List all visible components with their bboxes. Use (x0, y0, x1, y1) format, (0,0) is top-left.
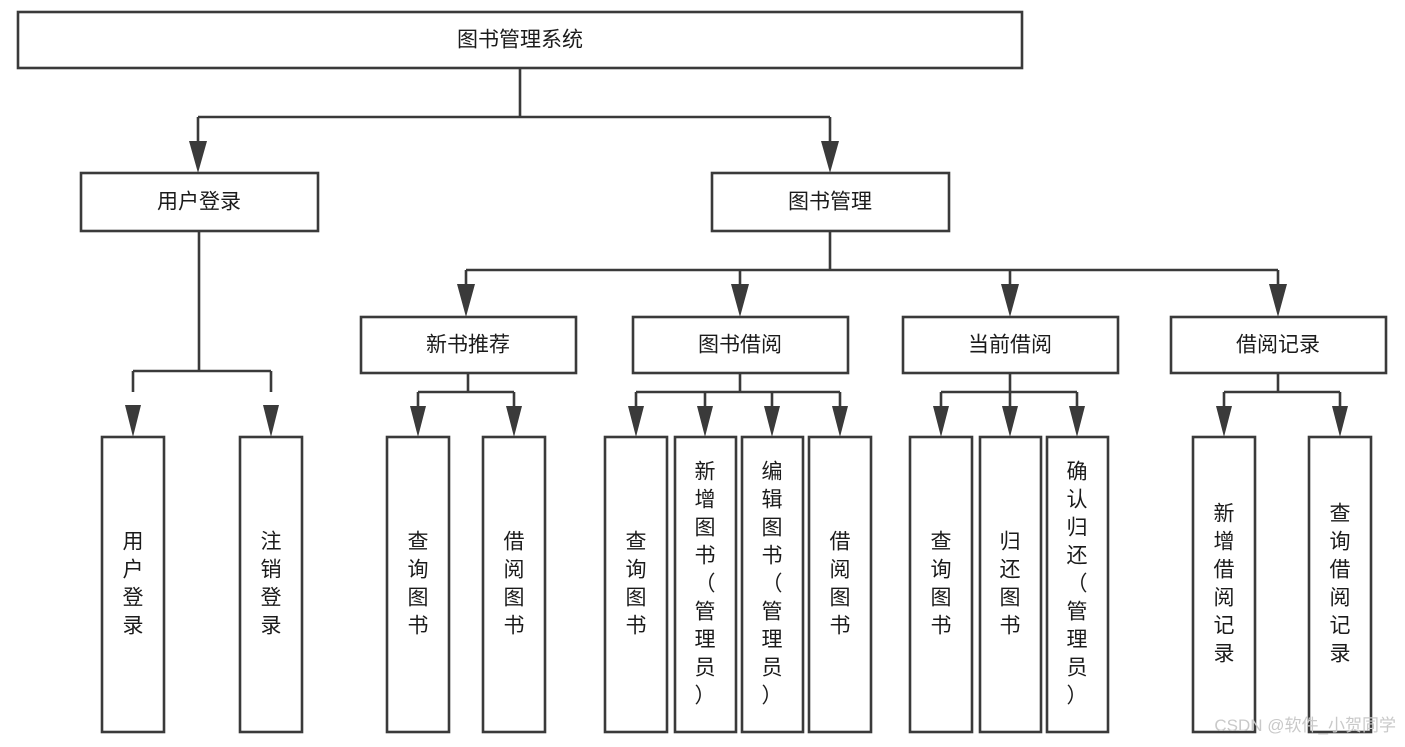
node-leaf-11-label: 确认归还（管理员） (1067, 461, 1088, 708)
node-new-book-recommend-box[interactable] (359, 315, 578, 375)
node-new-book-recommend-label: 新书推荐 (426, 334, 510, 357)
arrow-head-leaf-3 (410, 406, 426, 437)
arrow-head-leaf-4 (506, 406, 522, 437)
node-root-label: 图书管理系统 (457, 29, 583, 52)
node-root-box[interactable] (16, 10, 1024, 70)
arrow-head-leaf-2 (263, 405, 279, 437)
arrow-head-leaf-12 (1216, 406, 1232, 437)
arrow-head-leaf-10 (1002, 406, 1018, 437)
node-leaf-4[interactable]: 借阅图书 (481, 435, 547, 734)
node-leaf-2[interactable]: 注销登录 (238, 435, 304, 734)
node-leaf-5[interactable]: 查询图书 (603, 435, 669, 734)
arrow-head-leaf-9 (933, 406, 949, 437)
node-leaf-10-label: 归还图书 (1000, 531, 1021, 638)
node-leaf-8[interactable]: 借阅图书 (807, 435, 873, 734)
node-leaf-2-label: 注销登录 (261, 531, 282, 638)
arrow-head-login (189, 141, 207, 173)
node-leaf-12[interactable]: 新增借阅记录 (1191, 435, 1257, 734)
node-leaf-1-box[interactable] (100, 435, 166, 734)
node-leaf-9-label: 查询图书 (931, 531, 952, 638)
node-root[interactable]: 图书管理系统 (16, 10, 1024, 70)
node-book-management-label: 图书管理 (788, 191, 872, 214)
node-leaf-11-box[interactable] (1045, 435, 1110, 734)
node-user-login-label: 用户登录 (157, 191, 241, 214)
node-leaf-8-label: 借阅图书 (830, 531, 851, 638)
arrow-head-leaf-8 (832, 406, 848, 437)
node-book-management-box[interactable] (710, 171, 951, 233)
arrow-head-current (1001, 284, 1019, 317)
node-leaf-5-box[interactable] (603, 435, 669, 734)
node-borrow-records-box[interactable] (1169, 315, 1388, 375)
node-leaf-12-box[interactable] (1191, 435, 1257, 734)
node-user-login[interactable]: 用户登录 (79, 171, 320, 233)
node-current-borrow-box[interactable] (901, 315, 1120, 375)
node-leaf-3[interactable]: 查询图书 (385, 435, 451, 734)
arrow-head-leaf-6 (697, 406, 713, 437)
node-book-management[interactable]: 图书管理 (710, 171, 951, 233)
arrow-head-borrow (731, 284, 749, 317)
node-leaf-3-label: 查询图书 (408, 531, 429, 638)
node-current-borrow[interactable]: 当前借阅 (901, 315, 1120, 375)
arrow-head-bookmgmt (821, 141, 839, 173)
arrow-head-leaf-5 (628, 406, 644, 437)
node-leaf-10[interactable]: 归还图书 (978, 435, 1043, 734)
node-book-borrow-box[interactable] (631, 315, 850, 375)
node-leaf-6-box[interactable] (673, 435, 738, 734)
node-leaf-13-box[interactable] (1307, 435, 1373, 734)
node-new-book-recommend[interactable]: 新书推荐 (359, 315, 578, 375)
arrow-head-records (1269, 284, 1287, 317)
node-leaf-10-box[interactable] (978, 435, 1043, 734)
node-user-login-box[interactable] (79, 171, 320, 233)
node-leaf-13[interactable]: 查询借阅记录 (1307, 435, 1373, 734)
csdn-watermark: CSDN @软件_小贺同学 (1214, 716, 1396, 735)
arrow-head-leaf-7 (764, 406, 780, 437)
node-leaf-8-box[interactable] (807, 435, 873, 734)
nodes-layer: 图书管理系统 用户登录 图书管理 新书推荐 图书借阅 当前 (16, 10, 1388, 734)
node-leaf-4-label: 借阅图书 (504, 531, 525, 638)
node-leaf-9-box[interactable] (908, 435, 974, 734)
node-leaf-6-label: 新增图书（管理员） (695, 461, 716, 708)
node-current-borrow-label: 当前借阅 (968, 334, 1052, 357)
node-book-borrow-label: 图书借阅 (698, 334, 782, 357)
connectors-layer (125, 68, 1348, 437)
arrow-head-newbook (457, 284, 475, 317)
node-leaf-7[interactable]: 编辑图书（管理员） (740, 435, 805, 734)
node-borrow-records-label: 借阅记录 (1236, 334, 1320, 357)
node-leaf-2-box[interactable] (238, 435, 304, 734)
arrow-head-leaf-1 (125, 405, 141, 437)
node-leaf-9[interactable]: 查询图书 (908, 435, 974, 734)
node-leaf-6[interactable]: 新增图书（管理员） (673, 435, 738, 734)
node-leaf-3-box[interactable] (385, 435, 451, 734)
node-leaf-5-label: 查询图书 (626, 531, 647, 638)
node-leaf-1-label: 用户登录 (123, 531, 144, 638)
arrow-head-leaf-13 (1332, 406, 1348, 437)
arrow-head-leaf-11 (1069, 406, 1085, 437)
node-borrow-records[interactable]: 借阅记录 (1169, 315, 1388, 375)
node-leaf-11[interactable]: 确认归还（管理员） (1045, 435, 1110, 734)
node-leaf-1[interactable]: 用户登录 (100, 435, 166, 734)
node-leaf-4-box[interactable] (481, 435, 547, 734)
node-leaf-13-label: 查询借阅记录 (1330, 503, 1351, 666)
node-leaf-7-label: 编辑图书（管理员） (762, 461, 783, 708)
node-book-borrow[interactable]: 图书借阅 (631, 315, 850, 375)
node-leaf-7-box[interactable] (740, 435, 805, 734)
node-leaf-12-label: 新增借阅记录 (1214, 503, 1235, 666)
